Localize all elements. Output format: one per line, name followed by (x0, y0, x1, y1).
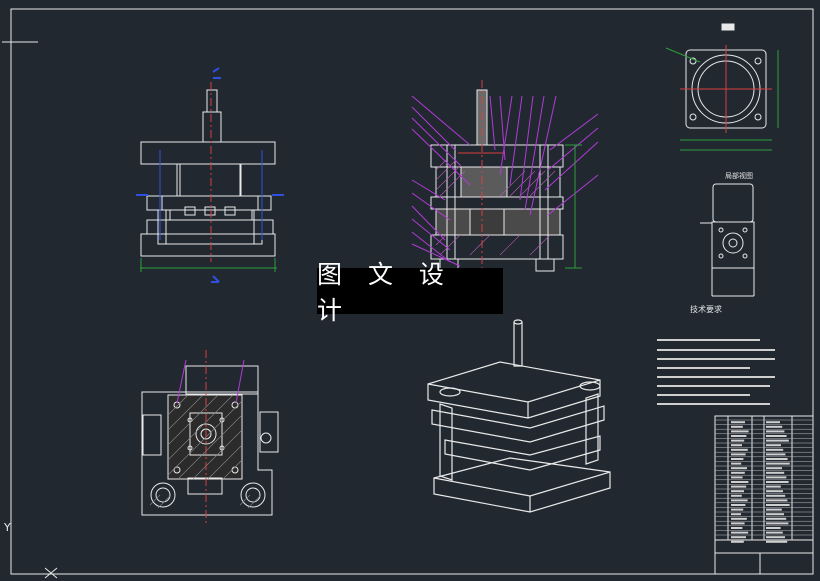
parts-list-entry-mark (731, 453, 746, 456)
parts-list-entry-mark (766, 485, 781, 488)
title-block-rows (715, 419, 813, 540)
parts-list-entry-mark (731, 536, 746, 539)
parts-list-entry-mark (766, 476, 787, 479)
parts-list-entry-mark (731, 421, 745, 424)
parts-list-entry-mark (766, 467, 782, 470)
ucs-y-icon: Y (3, 521, 11, 534)
bottom-plan-view (141, 365, 279, 516)
parts-list-entry-mark (766, 439, 789, 442)
parts-list-entry-mark (766, 462, 790, 465)
parts-list-entry-mark (766, 494, 786, 497)
parts-list-entry-mark (731, 522, 745, 525)
detail-view-title: 局部视图 (725, 171, 753, 180)
parts-list-entry-mark (766, 430, 785, 433)
watermark-text: 图 文 设 计 (317, 260, 453, 325)
watermark-banner: 图 文 设 计 (317, 260, 503, 325)
parts-list-entry-mark (766, 513, 784, 516)
drawing-frame (10, 8, 814, 575)
parts-list-entry-mark (731, 430, 749, 433)
bottom-plan-hatching (149, 394, 261, 509)
parts-list-entry-mark (766, 536, 785, 539)
parts-list-entry-mark (731, 467, 747, 470)
bottom-plan-leaders (176, 359, 245, 404)
parts-list-entry-mark (731, 540, 744, 543)
parts-list-entry-mark (731, 448, 748, 451)
parts-list-entry-mark (731, 504, 746, 506)
section-leaders (411, 95, 599, 267)
parts-list-entry-mark (731, 499, 748, 502)
parts-list-entry-mark (766, 425, 783, 428)
parts-list-entry-mark (766, 490, 783, 493)
parts-list-entry-mark (766, 448, 784, 451)
parts-list-entry-mark (766, 444, 781, 447)
parts-list-entry-mark (766, 522, 789, 525)
parts-list-entry-mark (731, 513, 741, 516)
parts-list-entry-mark (731, 485, 747, 488)
parts-list-entry-mark (731, 481, 749, 483)
full-section-hatching (435, 159, 556, 256)
parts-list-entry-mark (731, 458, 744, 460)
tech-notes-title: 技术要求 (690, 304, 722, 314)
parts-list-entry-mark (766, 504, 790, 506)
detail-view (711, 183, 755, 297)
parts-list-entry-mark (766, 458, 788, 460)
title-block (714, 415, 814, 575)
parts-list-entry-mark (731, 527, 743, 529)
parts-list-entry-mark (731, 435, 747, 437)
parts-list-entry-mark (766, 499, 788, 502)
section-dimensions (458, 80, 582, 275)
parts-list-entry-mark (731, 490, 744, 493)
tech-notes-lines (657, 339, 775, 405)
parts-list-entry-mark (731, 439, 745, 442)
parts-list-entry-mark (731, 494, 742, 497)
parts-list-entry-mark (766, 517, 787, 520)
parts-list-entry-mark (766, 508, 782, 511)
parts-list-entry-mark (766, 421, 780, 424)
parts-list-entry-mark (766, 481, 789, 483)
top-view-dimensions (665, 45, 779, 151)
parts-list-entry-mark (731, 517, 747, 520)
parts-list-entry-mark (731, 462, 742, 465)
parts-list-entry-mark (731, 444, 742, 447)
parts-list-entry-mark (731, 508, 744, 511)
parts-list-entry-mark (766, 531, 783, 534)
parts-list-entry-mark (766, 527, 781, 529)
front-view-centerlines (136, 67, 284, 283)
parts-list-entry-mark (766, 471, 785, 474)
parts-list-entry-mark (731, 425, 743, 428)
front-section-view (140, 89, 276, 257)
ucs-x-icon (44, 567, 58, 579)
parts-list-entry-mark (731, 531, 749, 534)
parts-list-entry-mark (766, 435, 787, 437)
parts-list-entry-mark (731, 476, 743, 479)
isometric-view (427, 319, 611, 513)
parts-list-entry-mark (731, 471, 745, 474)
parts-list-entry-mark (766, 453, 786, 456)
parts-list-entry-mark (766, 540, 788, 543)
title-block-text-marks (731, 421, 790, 543)
